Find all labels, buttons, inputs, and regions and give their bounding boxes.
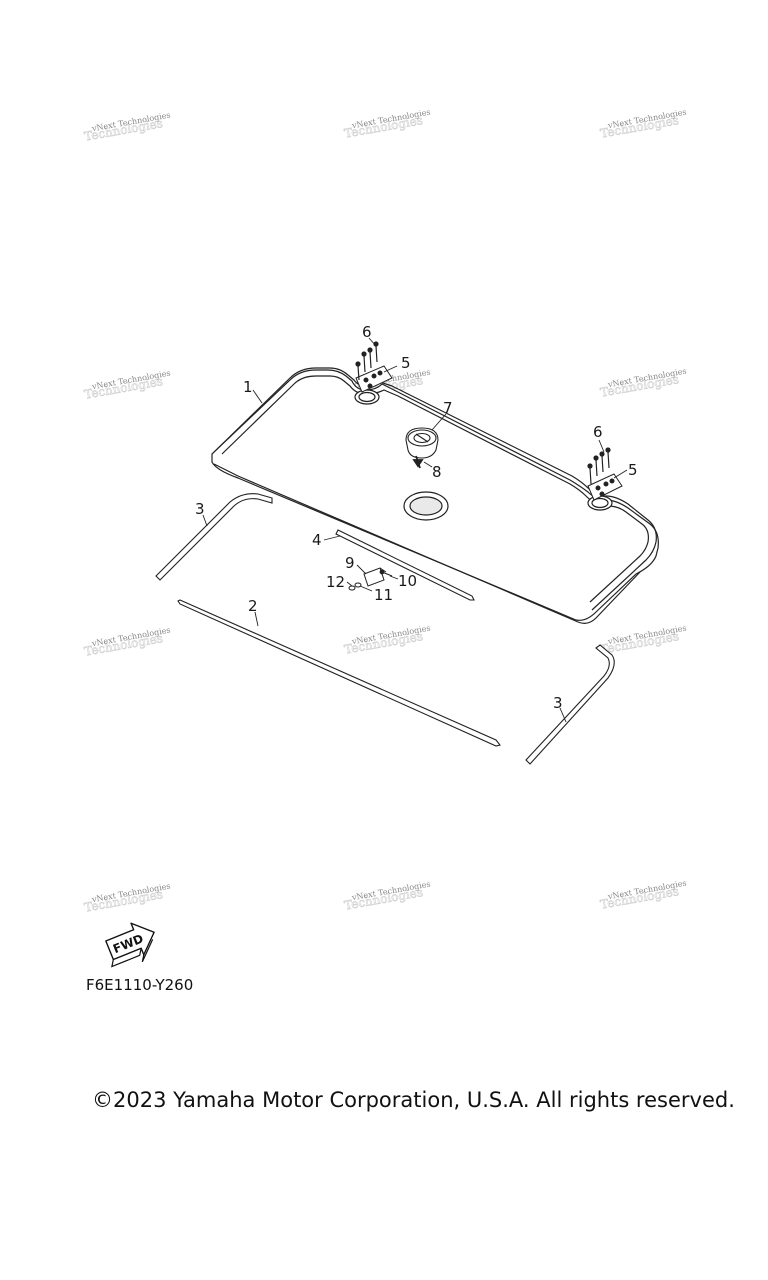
callout-9: 9 [345, 554, 355, 572]
part-2-seal-strip [177, 599, 501, 747]
part-3-corner-seal-left [155, 493, 273, 581]
callout-7: 7 [443, 399, 453, 417]
callout-10: 10 [398, 572, 417, 590]
callout-5: 5 [628, 461, 638, 479]
part-8-screw [412, 455, 424, 469]
part-11-washer [354, 582, 362, 588]
callout-6: 6 [593, 423, 603, 441]
callout-12: 12 [326, 573, 345, 591]
leader-lines [202, 337, 628, 723]
part-5-hinge-right [587, 473, 623, 501]
callout-2: 2 [248, 597, 258, 615]
part-1-panel [211, 367, 659, 624]
part-3-corner-seal-right [525, 644, 615, 765]
part-10-screw [379, 569, 393, 577]
part-6-screws-right [587, 447, 611, 485]
part-4-strip [335, 529, 475, 601]
callout-3: 3 [553, 694, 563, 712]
callout-3: 3 [195, 500, 205, 518]
callout-1: 1 [243, 378, 253, 396]
part-5-hinge-left [355, 365, 393, 393]
callout-8: 8 [432, 463, 442, 481]
figure-code: F6E1110-Y260 [86, 976, 194, 994]
fwd-arrow-icon: FWD [105, 922, 155, 968]
callout-11: 11 [374, 586, 393, 604]
callout-6: 6 [362, 323, 372, 341]
callout-4: 4 [312, 531, 322, 549]
callouts: 1 2 3 3 4 5 5 6 6 7 8 9 10 11 12 [195, 323, 638, 712]
callout-5: 5 [401, 354, 411, 372]
part-7-latch [405, 427, 439, 459]
part-12-nut [348, 585, 356, 591]
copyright-notice: ©2023 Yamaha Motor Corporation, U.S.A. A… [92, 1088, 735, 1112]
